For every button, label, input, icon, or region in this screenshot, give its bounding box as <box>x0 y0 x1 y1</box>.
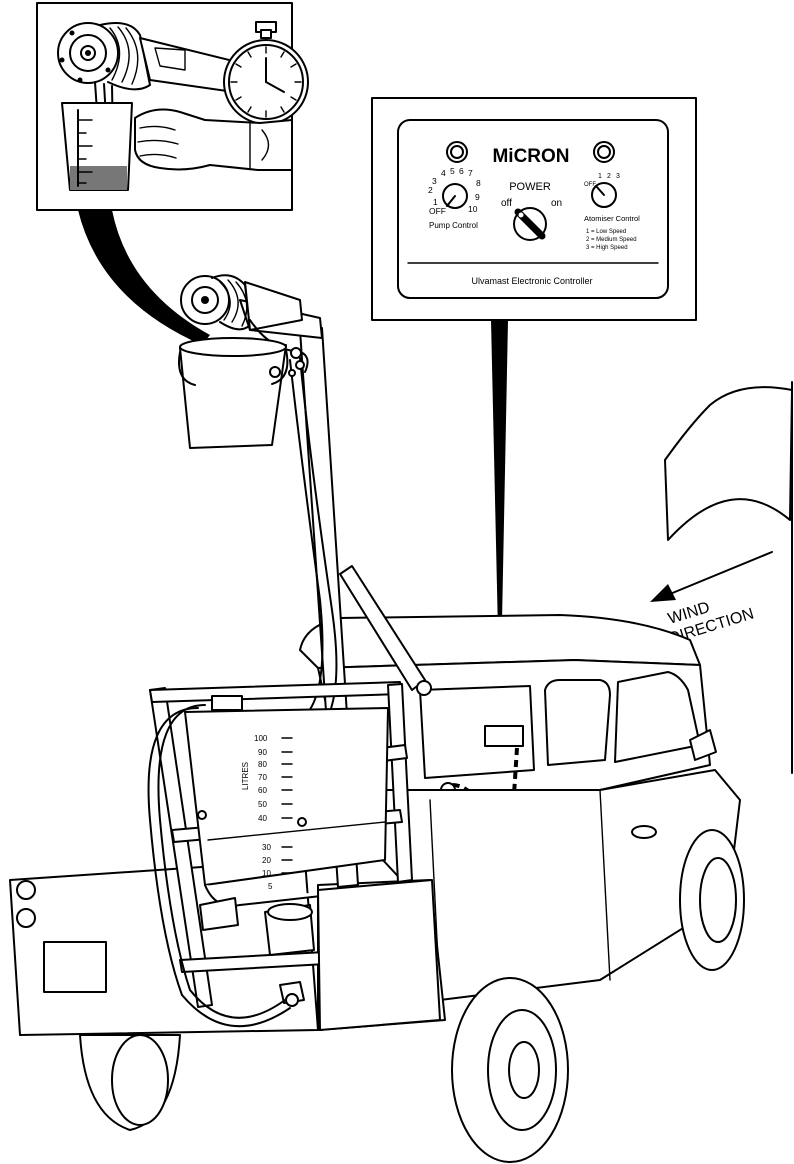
number-plate <box>43 941 107 993</box>
power-on-label: on <box>551 198 562 209</box>
front-wheel <box>679 829 745 971</box>
controller-callout-pointer <box>491 320 508 722</box>
atomiser-scale-2: 2 <box>607 173 611 180</box>
gloved-hand <box>134 108 293 171</box>
stopwatch-icon <box>223 21 309 125</box>
atomiser-off-label: OFF <box>584 182 596 188</box>
tank-scale-100: 100 <box>254 734 268 743</box>
wind-flag-cloth <box>664 386 793 541</box>
pump-scale-4: 4 <box>441 168 446 178</box>
tank-scale-5: 5 <box>268 882 273 891</box>
pump-scale-7: 7 <box>468 168 473 178</box>
pump-off-label: OFF <box>429 206 446 216</box>
sprayer-frame: 100 90 80 70 60 50 40 30 20 10 5 LITRES <box>147 299 441 1031</box>
atomiser-assembly <box>180 274 309 377</box>
side-panel <box>317 879 441 1031</box>
cab-roof <box>299 614 701 669</box>
wind-flag <box>664 381 793 774</box>
cab-rear-panel <box>419 685 535 779</box>
controller-inset: MiCRON 1 2 3 4 5 6 7 8 9 10 OFF Pump Con… <box>371 97 697 321</box>
pump-scale-1: 1 <box>433 197 438 207</box>
tank-scale: 100 90 80 70 60 50 40 30 20 10 5 LITRES <box>241 734 293 891</box>
cab-front-window <box>614 671 701 763</box>
return-hose <box>157 704 286 1019</box>
spray-tank <box>184 707 389 886</box>
tank-scale-70: 70 <box>258 773 267 782</box>
frame-clamp <box>211 695 243 711</box>
pump-unit <box>199 897 315 1007</box>
pump-scale-9: 9 <box>475 192 480 202</box>
pump-indicator-light <box>446 141 468 163</box>
power-label: POWER <box>509 181 551 193</box>
cab-side-window <box>544 679 611 766</box>
calibration-callout-pointer <box>78 210 210 345</box>
speed-legend: 1 = Low Speed 2 = Medium Speed 3 = High … <box>586 229 637 251</box>
atomiser-control-label: Atomiser Control <box>584 214 640 223</box>
tank-scale-20: 20 <box>262 856 271 865</box>
tank-scale-90: 90 <box>258 748 267 757</box>
inset-atomiser-head <box>57 22 151 91</box>
pump-scale-8: 8 <box>476 178 481 188</box>
power-switch-knob[interactable] <box>513 207 547 241</box>
side-mirror <box>689 729 717 761</box>
power-off-label: off <box>501 198 512 209</box>
speed-legend-high: 3 = High Speed <box>586 245 628 251</box>
left-tail-light-upper <box>16 880 36 900</box>
frame-left-upright <box>149 687 213 1008</box>
pump-scale-3: 3 <box>432 176 437 186</box>
pump-scale-10: 10 <box>468 204 478 214</box>
calibration-inset <box>36 2 309 211</box>
mast-brace <box>339 565 426 691</box>
measuring-jug <box>61 102 133 191</box>
pump-scale-2: 2 <box>428 185 433 195</box>
tank-unit-label: LITRES <box>241 762 250 790</box>
speed-legend-low: 1 = Low Speed <box>586 229 626 235</box>
door-handle <box>631 825 657 839</box>
atomiser-scale-1: 1 <box>598 173 602 180</box>
wind-arrow-icon <box>650 584 676 602</box>
controller-box <box>484 725 524 747</box>
mast-hose-2 <box>299 357 338 731</box>
tank-scale-50: 50 <box>258 800 267 809</box>
rear-left-wheel <box>79 1034 181 1131</box>
pump-scale-5: 5 <box>450 166 455 176</box>
calibration-bucket <box>178 337 289 449</box>
pump-scale-6: 6 <box>459 166 464 176</box>
atomiser-control-knob[interactable] <box>591 182 617 208</box>
tank-scale-30: 30 <box>262 843 271 852</box>
left-tail-light-lower <box>16 908 36 928</box>
tank-scale-10: 10 <box>262 869 271 878</box>
pump-control-label: Pump Control <box>429 221 478 230</box>
speed-legend-medium: 2 = Medium Speed <box>586 237 637 243</box>
tank-scale-80: 80 <box>258 760 267 769</box>
atomiser-scale-3: 3 <box>616 173 620 180</box>
pump-scale: 1 2 3 4 5 6 7 8 9 10 OFF <box>428 166 481 216</box>
controller-brand-logo: MiCRON <box>492 146 569 167</box>
tank-scale-60: 60 <box>258 786 267 795</box>
controller-footer-label: Ulvamast Electronic Controller <box>471 276 592 286</box>
pump-control-knob[interactable] <box>442 183 468 209</box>
rear-right-wheel <box>451 977 569 1163</box>
tank-scale-40: 40 <box>258 814 267 823</box>
atomiser-indicator-light <box>593 141 615 163</box>
